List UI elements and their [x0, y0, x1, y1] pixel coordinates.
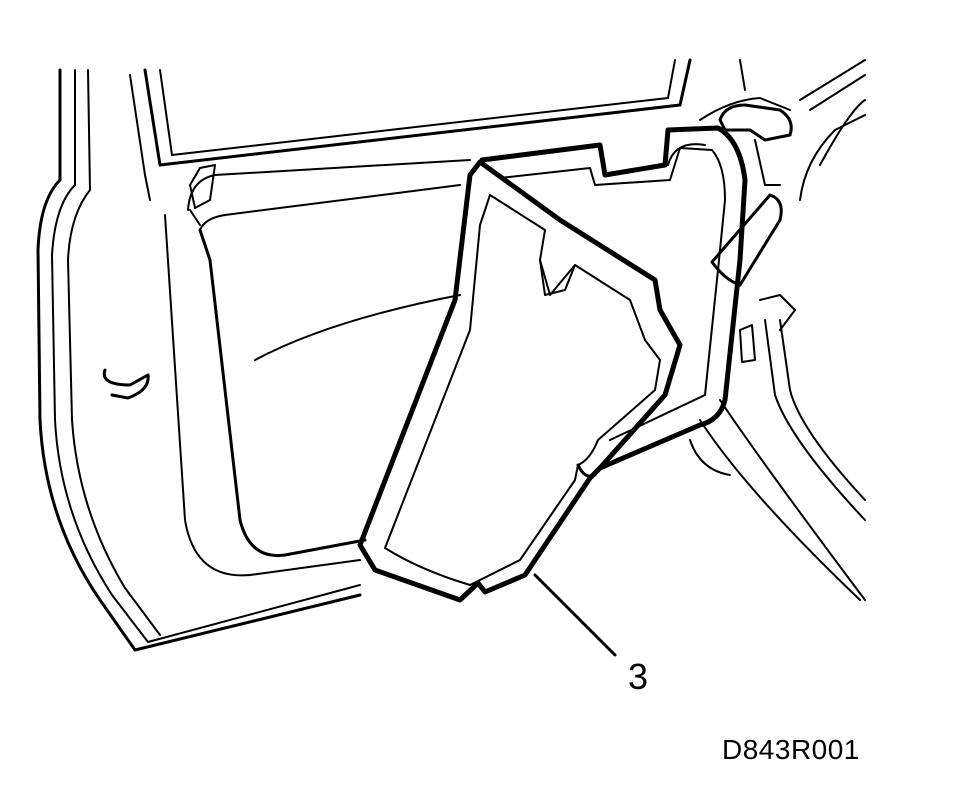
callout-label-3: 3	[628, 656, 649, 697]
figure-code: D843R001	[722, 734, 860, 765]
callout-leader-3	[533, 573, 617, 657]
door-frame	[36, 58, 692, 652]
inner-door-channel	[479, 125, 748, 471]
trim-panel-3	[357, 159, 683, 603]
b-pillar	[689, 59, 866, 601]
